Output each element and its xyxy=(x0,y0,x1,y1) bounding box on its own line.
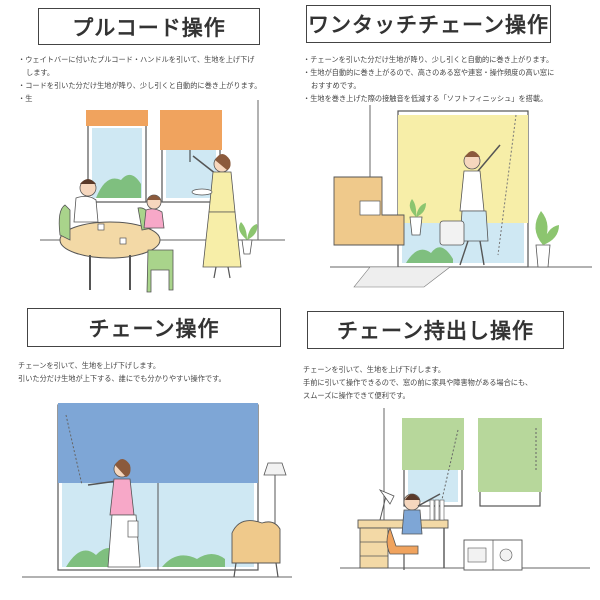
panel-desc-one-touch-chain: チェーンを引いた分だけ生地が降り、少し引くと自動的に巻き上がります。 生地が自動… xyxy=(303,53,554,105)
desc-line: ウェイトバーに付いたプルコード・ハンドルを引いて、生地を上げ下げ xyxy=(18,53,261,66)
panel-desc-chain: チェーンを引いて、生地を上げ下げします。 引いた分だけ生地が上下する、誰にでも分… xyxy=(18,359,226,385)
desc-line: 手前に引いて操作できるので、窓の前に家具や障害物がある場合にも、 xyxy=(303,378,533,387)
blind-left xyxy=(402,418,464,470)
panel-title-chain-pullout: チェーン持出し操作 xyxy=(307,311,564,349)
panel-desc-pull-cord: ウェイトバーに付いたプルコード・ハンドルを引いて、生地を上げ下げ します。 コー… xyxy=(18,53,261,105)
desc-line: 生地を巻き上げた際の接触音を低減する「ソフトフィニッシュ」を搭載。 xyxy=(303,92,554,105)
desc-line: おすすめです。 xyxy=(311,81,361,90)
panel-title-one-touch-chain: ワンタッチチェーン操作 xyxy=(306,5,551,43)
blind-right xyxy=(478,418,542,492)
illustration-pull-cord xyxy=(30,100,292,305)
illustration-chain-pullout xyxy=(340,408,590,596)
desc-line: コードを引いた分だけ生地が降り、少し引くと自動的に巻き上がります。 xyxy=(18,79,261,92)
blind-right xyxy=(160,110,222,150)
table xyxy=(59,221,161,259)
panel-desc-chain-pullout: チェーンを引いて、生地を上げ下げします。 手前に引いて操作できるので、窓の前に家… xyxy=(303,363,532,402)
desc-line: チェーンを引いて、生地を上げ下げします。 xyxy=(18,361,161,370)
desc-line: 生地が自動的に巻き上がるので、高さのある窓や連窓・操作頻度の高い窓に xyxy=(303,66,554,79)
panel-title-pull-cord: プルコード操作 xyxy=(38,8,260,45)
desc-line: 生 xyxy=(18,92,261,105)
blind xyxy=(58,403,258,483)
desc-line: スムーズに操作できて便利です。 xyxy=(303,391,410,400)
illustration-chain xyxy=(22,395,292,595)
panel-title-chain: チェーン操作 xyxy=(27,308,281,347)
blind-left xyxy=(86,110,148,126)
armchair xyxy=(231,520,281,564)
desc-line: 引いた分だけ生地が上下する、誰にでも分かりやすい操作です。 xyxy=(18,374,226,383)
chair xyxy=(386,526,419,555)
desc-line: します。 xyxy=(26,68,55,77)
desc-line: チェーンを引いて、生地を上げ下げします。 xyxy=(303,365,446,374)
desc-line: チェーンを引いた分だけ生地が降り、少し引くと自動的に巻き上がります。 xyxy=(303,53,554,66)
illustration-one-touch-chain xyxy=(330,105,592,297)
